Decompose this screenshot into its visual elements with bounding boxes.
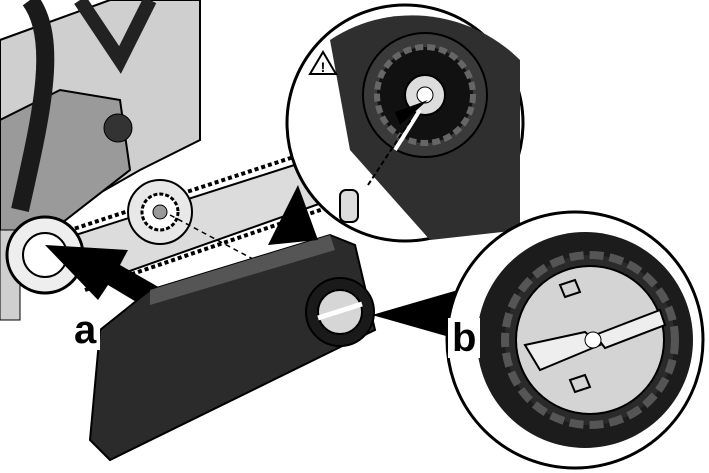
callout-pointer-bottom xyxy=(372,290,460,340)
label-a: a xyxy=(70,310,101,350)
warning-triangle-icon: ! xyxy=(308,50,338,75)
svg-text:!: ! xyxy=(321,59,326,75)
alignment-line xyxy=(169,214,331,301)
callout-pointer-top xyxy=(268,185,318,245)
sprocket xyxy=(127,179,193,245)
magnified-view-bottom xyxy=(445,210,705,470)
label-b: b xyxy=(448,318,481,358)
magnified-view-top xyxy=(285,3,525,243)
saw-body xyxy=(0,0,201,321)
